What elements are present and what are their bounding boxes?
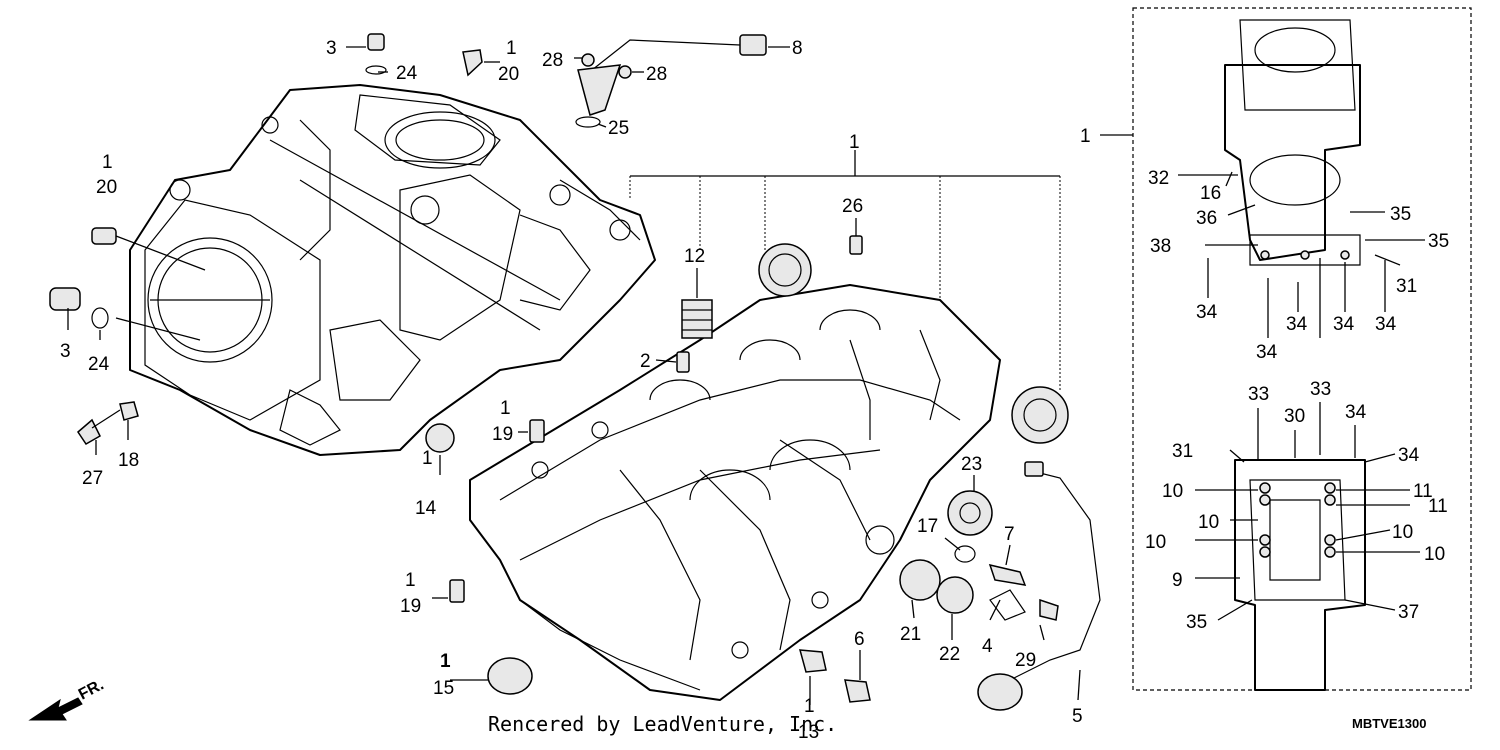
callout-21: 21 bbox=[900, 624, 921, 645]
render-credit: Rencered by LeadVenture, Inc. bbox=[488, 712, 837, 736]
callout-34-b: 34 bbox=[1286, 314, 1308, 335]
callout-6: 6 bbox=[854, 629, 865, 650]
callout-8: 8 bbox=[792, 38, 803, 59]
callout-1-14: 1 bbox=[422, 448, 433, 469]
callout-29: 29 bbox=[1015, 650, 1036, 671]
callout-35-b: 35 bbox=[1428, 231, 1449, 252]
callout-23: 23 bbox=[961, 454, 982, 475]
callout-14: 14 bbox=[415, 498, 437, 519]
callout-1-center: 1 bbox=[849, 132, 860, 153]
callout-33-a: 33 bbox=[1248, 384, 1269, 405]
callout-4: 4 bbox=[982, 636, 993, 657]
callout-37: 37 bbox=[1398, 602, 1419, 623]
callout-5: 5 bbox=[1072, 706, 1083, 727]
lower-crankcase bbox=[469, 284, 1001, 701]
leader-lines bbox=[67, 46, 1425, 705]
callout-1-13: 1 bbox=[804, 696, 815, 717]
callout-10-c: 10 bbox=[1392, 522, 1413, 543]
direction-label: FR. bbox=[76, 676, 107, 703]
callout-7: 7 bbox=[1004, 524, 1015, 545]
callout-25: 25 bbox=[608, 118, 629, 139]
callout-9: 9 bbox=[1172, 570, 1183, 591]
upper-crankcase bbox=[129, 84, 656, 456]
callout-32: 32 bbox=[1148, 168, 1169, 189]
callout-34-a: 34 bbox=[1196, 302, 1218, 323]
callout-2: 2 bbox=[640, 351, 651, 372]
callout-34-d: 34 bbox=[1375, 314, 1397, 335]
callout-1-inset: 1 bbox=[1080, 126, 1091, 147]
callout-22: 22 bbox=[939, 644, 960, 665]
callout-18: 18 bbox=[118, 450, 139, 471]
callout-24-left: 24 bbox=[88, 354, 110, 375]
callout-28-right: 28 bbox=[646, 64, 667, 85]
callout-35-a: 35 bbox=[1390, 204, 1411, 225]
callout-31-top: 31 bbox=[1396, 276, 1417, 297]
callout-3-top: 3 bbox=[326, 38, 337, 59]
callout-38: 38 bbox=[1150, 236, 1171, 257]
callout-10-e: 10 bbox=[1424, 544, 1445, 565]
callouts: 3 24 1 20 28 8 28 25 1 20 3 24 27 18 1 2… bbox=[60, 38, 1449, 743]
callout-17: 17 bbox=[917, 516, 938, 537]
callout-1-19b: 1 bbox=[405, 570, 416, 591]
callout-1-top: 1 bbox=[506, 38, 517, 59]
callout-26: 26 bbox=[842, 196, 863, 217]
callout-34-f: 34 bbox=[1345, 402, 1367, 423]
callout-13: 13 bbox=[798, 722, 819, 743]
inset-panel bbox=[1132, 7, 1472, 691]
diagram-code: MBTVE1300 bbox=[1352, 716, 1426, 731]
callout-19a: 19 bbox=[492, 424, 513, 445]
callout-24-top: 24 bbox=[396, 63, 418, 84]
callout-15: 15 bbox=[433, 678, 454, 699]
callout-10-d: 10 bbox=[1145, 532, 1166, 553]
callout-10-b: 10 bbox=[1198, 512, 1219, 533]
callout-20-left: 20 bbox=[96, 177, 117, 198]
callout-1-19a: 1 bbox=[500, 398, 511, 419]
callout-30: 30 bbox=[1284, 406, 1305, 427]
callout-28-left: 28 bbox=[542, 50, 563, 71]
callout-34-c: 34 bbox=[1333, 314, 1355, 335]
callout-20-top: 20 bbox=[498, 64, 519, 85]
small-parts bbox=[49, 33, 1101, 711]
callout-33-b: 33 bbox=[1310, 379, 1331, 400]
callout-27: 27 bbox=[82, 468, 103, 489]
callout-3-left: 3 bbox=[60, 341, 71, 362]
callout-36: 36 bbox=[1196, 208, 1217, 229]
callout-10-a: 10 bbox=[1162, 481, 1183, 502]
callout-16: 16 bbox=[1200, 183, 1221, 204]
callout-34-g: 34 bbox=[1398, 445, 1420, 466]
callout-12: 12 bbox=[684, 246, 705, 267]
callout-1-15: 1 bbox=[440, 651, 451, 672]
callout-11-b: 11 bbox=[1428, 496, 1448, 517]
callout-11-a: 11 bbox=[1413, 481, 1433, 502]
callout-31-bottom: 31 bbox=[1172, 441, 1193, 462]
callout-34-e: 34 bbox=[1256, 342, 1278, 363]
callout-19b: 19 bbox=[400, 596, 421, 617]
callout-35-c: 35 bbox=[1186, 612, 1207, 633]
callout-1-left: 1 bbox=[102, 152, 113, 173]
direction-arrow: FR. bbox=[28, 676, 107, 721]
